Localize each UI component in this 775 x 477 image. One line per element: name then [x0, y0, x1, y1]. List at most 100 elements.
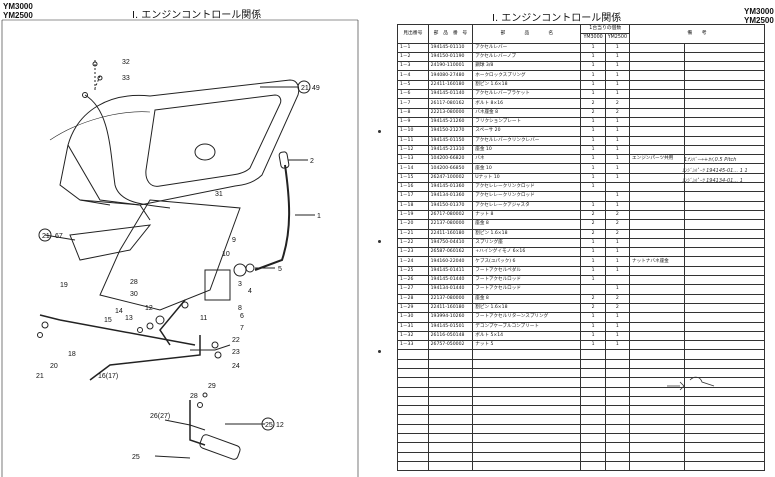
- cell-qty-a: 1: [580, 51, 606, 63]
- cell-note: [629, 237, 685, 249]
- cell-name: ボルト 8×16: [472, 98, 582, 109]
- cell-part-no: 194750-04410: [427, 237, 474, 249]
- empty-cell: [580, 395, 606, 407]
- empty-cell: [629, 395, 685, 407]
- cell-part-no: 22411-160180: [427, 228, 474, 239]
- empty-cell: [604, 451, 631, 462]
- cell-part-no: 194150-21270: [427, 126, 474, 137]
- empty-cell: [629, 433, 685, 444]
- cell-remarks: [683, 274, 765, 286]
- empty-cell: [604, 358, 631, 370]
- empty-cell: [397, 414, 429, 425]
- callout-25: 25: [132, 454, 140, 461]
- callout-15: 15: [104, 317, 112, 324]
- empty-cell: [397, 377, 429, 388]
- cell-qty-b: 1: [604, 135, 631, 146]
- empty-cell: [427, 460, 474, 472]
- cell-qty-a: 1: [580, 330, 606, 342]
- cell-no: 1－2: [397, 51, 429, 63]
- empty-cell: [604, 395, 631, 407]
- cell-qty-b: 2: [604, 293, 631, 304]
- empty-cell: [604, 414, 631, 425]
- cell-no: 1－12: [397, 144, 429, 156]
- cell-remarks: [683, 219, 765, 230]
- empty-cell: [604, 460, 631, 472]
- table-row-empty: [397, 358, 765, 370]
- spring-13: [146, 322, 154, 330]
- cell-name: アクセレレークリンクロッド: [472, 182, 582, 193]
- table-row-empty: [397, 349, 765, 360]
- cell-qty-b: 2: [604, 219, 631, 230]
- cell-no: 1－28: [397, 293, 429, 304]
- empty-cell: [604, 405, 631, 416]
- cell-remarks: [683, 321, 765, 332]
- cell-no: 1－32: [397, 330, 429, 342]
- cell-note: [629, 42, 685, 53]
- empty-cell: [472, 349, 582, 360]
- dashboard-panel: [67, 79, 300, 206]
- empty-cell: [629, 358, 685, 370]
- empty-cell: [580, 358, 606, 370]
- cell-qty-a: 1: [580, 312, 606, 323]
- cell-note: [629, 116, 685, 128]
- empty-cell: [397, 386, 429, 397]
- callout-1: 1: [317, 213, 321, 220]
- empty-cell: [629, 414, 685, 425]
- cell-no: 1－20: [397, 219, 429, 230]
- cell-qty-b: 2: [604, 107, 631, 118]
- cell-name: フートアクセルペダル: [472, 265, 582, 277]
- cell-qty-b: 1: [604, 42, 631, 53]
- spring-plate: [190, 344, 231, 351]
- empty-cell: [427, 423, 474, 435]
- table-row-empty: [397, 395, 765, 407]
- cell-note: [629, 330, 685, 342]
- cell-name: 鋼球 3/8: [472, 61, 582, 72]
- empty-cell: [397, 349, 429, 360]
- cell-qty-a: 1: [580, 70, 606, 81]
- callout-49: 49: [312, 85, 320, 92]
- empty-cell: [472, 433, 582, 444]
- cell-name: 座金 8: [472, 219, 582, 230]
- empty-cell: [683, 405, 765, 416]
- empty-cell: [397, 405, 429, 416]
- cell-qty-a: 1: [580, 135, 606, 146]
- cell-qty-a: 2: [580, 209, 606, 221]
- dashboard-side: [59, 144, 111, 206]
- cell-qty-a: 2: [580, 219, 606, 230]
- nut-11: [181, 301, 189, 309]
- cell-no: 1－18: [397, 200, 429, 211]
- link-rod: [59, 319, 196, 346]
- cell-name: +ハイングイモノ 6×16: [472, 247, 582, 258]
- cell-qty-a: 1: [580, 116, 606, 128]
- empty-cell: [683, 451, 765, 462]
- cell-no: 1－33: [397, 340, 429, 351]
- cell-part-no: 22411-160180: [427, 302, 474, 314]
- empty-cell: [427, 451, 474, 462]
- cell-qty-b: 1: [604, 330, 631, 342]
- page-title: Ⅰ. エンジンコントロール関係: [492, 13, 622, 24]
- cell-qty-a: 1: [580, 200, 606, 211]
- lever-knob: [278, 151, 290, 169]
- cell-note: [629, 70, 685, 81]
- cell-part-no: 22411-160180: [427, 79, 474, 91]
- cell-remarks: [683, 237, 765, 249]
- callout-23: 23: [232, 349, 240, 356]
- washer-14: [137, 327, 143, 333]
- cell-part-no: 194160-22040: [427, 256, 474, 267]
- cell-note: [629, 200, 685, 211]
- empty-cell: [604, 442, 631, 453]
- callout-33: 33: [122, 75, 130, 82]
- callout-28b: 28: [190, 393, 198, 400]
- parts-table: 見出番号 部 品 番 号 部 品 名 1台当りの個数 備 考 YM3000 YM…: [397, 23, 765, 472]
- cell-part-no: 26116-050148: [427, 330, 474, 342]
- left-page: YM3000 YM2500 Ⅰ. エンジンコントロール関係: [0, 0, 372, 477]
- hood-line: [49, 111, 151, 141]
- empty-cell: [580, 367, 606, 379]
- cell-qty-b: 1: [604, 51, 631, 63]
- cell-remarks: [683, 107, 765, 118]
- table-row-empty: [397, 442, 765, 453]
